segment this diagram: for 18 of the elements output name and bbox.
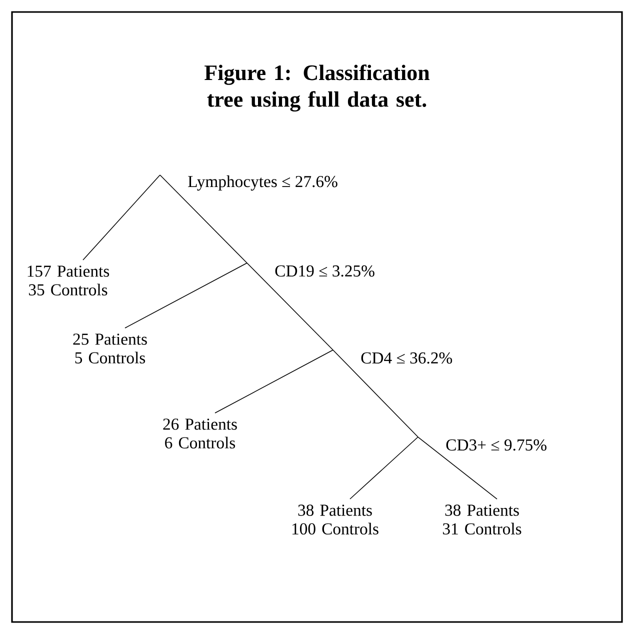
leaf-label: 157 Patients 35 Controls: [28, 266, 110, 296]
tree-branch: [332, 350, 418, 438]
leaf-label: 38 Patients 100 Controls: [292, 504, 378, 535]
split-label: CD19 ≤ 3.25%: [275, 265, 374, 277]
tree-branch: [246, 262, 334, 350]
tree-branch: [124, 262, 248, 328]
tree-branch: [350, 436, 418, 500]
split-label: CD3+ ≤ 9.75%: [446, 439, 546, 451]
tree-branch: [82, 174, 160, 260]
split-label: Lymphocytes ≤ 27.6%: [188, 175, 338, 191]
leaf-label: 26 Patients 6 Controls: [163, 418, 237, 448]
tree-branch: [160, 174, 248, 264]
tree-branch: [214, 350, 334, 414]
leaf-label: 25 Patients 5 Controls: [73, 334, 147, 364]
leaf-label: 38 Patients 31 Controls: [442, 504, 522, 535]
tree-branch: [418, 436, 498, 500]
split-label: CD4 ≤ 36.2%: [361, 352, 452, 364]
title: Figure 1: Classification tree using full data set.: [204, 64, 430, 112]
